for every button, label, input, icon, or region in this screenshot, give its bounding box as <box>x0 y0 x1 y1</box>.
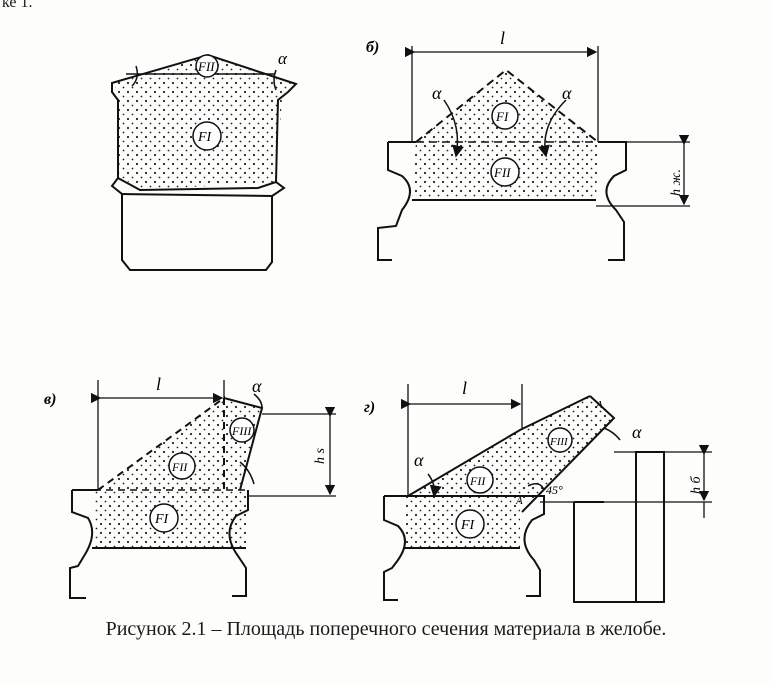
panel-b-angle-right-arc <box>538 99 567 158</box>
panel-b-material-fill <box>412 70 598 200</box>
panel-g-fi-circle <box>455 509 485 539</box>
panel-g-height-label: h б <box>689 476 704 495</box>
panel-b-fii-circle <box>490 157 520 187</box>
panel-a-fii-label: FII <box>197 59 215 74</box>
panel-v-fii-label: FII <box>171 460 188 474</box>
panel-g-angle-45-arc <box>527 483 545 491</box>
panel-g-label: г) <box>364 399 375 416</box>
panel-v-fi-label: FI <box>154 512 170 527</box>
panel-g-angle-right-label: α <box>632 422 642 442</box>
panel-a-angle-label: α <box>278 49 288 68</box>
panel-b <box>377 46 690 261</box>
panel-g-angle-left-arc <box>427 473 442 498</box>
panel-g-width-label: l <box>462 378 467 398</box>
panel-g-slope-line <box>407 395 591 497</box>
panel-a-fi-circle <box>192 121 222 151</box>
panel-b-angle-left-label: α <box>432 83 442 103</box>
figure-caption: Рисунок 2.1 – Площадь поперечного сечени… <box>105 618 667 640</box>
panel-a-trough-walls <box>110 177 286 271</box>
panel-b-width-label: l <box>500 28 505 48</box>
panel-b-trough <box>377 141 627 261</box>
panel-a-angle-arc-left <box>131 65 139 87</box>
panel-v-label: в) <box>44 391 56 408</box>
panel-b-fi-label: FI <box>495 109 509 124</box>
panel-b-fii-label: FII <box>493 165 511 180</box>
panel-v-fiii-label: FIII <box>231 424 252 438</box>
panel-g-point-a-top: A <box>595 399 603 411</box>
panel-v-fi-circle <box>149 503 179 533</box>
panel-a-fii-circle <box>195 54 219 78</box>
panel-a <box>110 53 298 271</box>
panel-a-trough-bottom <box>121 193 273 197</box>
panel-v-fiii-circle <box>229 417 255 443</box>
panel-b-angle-right-label: α <box>562 83 572 103</box>
panel-v-fii-circle <box>168 452 196 480</box>
panel-v-angle-label: α <box>252 376 262 396</box>
panel-v-angle-arc-low <box>239 461 255 485</box>
panel-g <box>383 384 712 603</box>
panel-b-angle-left-arc <box>443 99 464 158</box>
panel-a-angle-arc-right <box>273 69 277 91</box>
corner-fragment-text: ке 1. <box>2 0 33 11</box>
panel-g-fii-circle <box>466 466 494 494</box>
panel-b-label: б) <box>366 39 379 56</box>
panel-v-angle-arc <box>253 393 263 415</box>
panel-v-height-label: h s <box>313 448 328 465</box>
panel-g-band-outline <box>521 395 616 513</box>
panel-a-material-outline <box>111 53 298 192</box>
panel-g-angle-45-label: 45° <box>546 483 563 497</box>
panel-v-width-label: l <box>156 374 161 394</box>
panel-g-angle-right-arc <box>603 427 621 441</box>
panel-g-fiii-label: FIII <box>549 436 569 448</box>
panel-b-fi-circle <box>491 102 519 130</box>
panel-g-point-a-bottom: A <box>515 495 523 507</box>
panel-a-fi-label: FI <box>197 130 213 145</box>
panel-b-height-label: h ж. <box>669 169 684 196</box>
panel-g-fiii-circle <box>547 427 573 453</box>
panel-g-fi-label: FI <box>460 518 476 533</box>
panel-g-stand <box>573 451 665 603</box>
panel-v-trough <box>69 490 249 599</box>
panel-g-fii-label: FII <box>469 474 486 488</box>
panel-v <box>69 380 336 599</box>
panel-g-trough <box>383 495 545 601</box>
panel-g-angle-left-label: α <box>414 450 424 470</box>
